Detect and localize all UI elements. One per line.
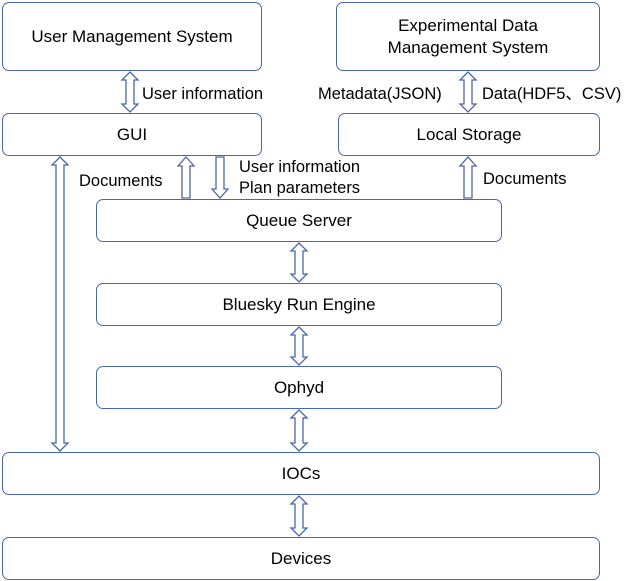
iocs-label: IOCs xyxy=(281,463,321,483)
documents-right-label: Documents xyxy=(483,170,567,188)
usermgmt-gui-double-arrow xyxy=(120,71,140,113)
local-storage-label: Local Storage xyxy=(416,124,522,144)
ophyd-box: Ophyd xyxy=(96,366,502,409)
ophyd-iocs-double-arrow xyxy=(289,409,309,452)
user-management-system-label: User Management System xyxy=(31,26,233,46)
ophyd-label: Ophyd xyxy=(273,377,325,397)
bluesky-run-engine-box: Bluesky Run Engine xyxy=(96,283,502,326)
data-hdf5-csv-label: Data(HDF5、CSV) xyxy=(482,85,622,103)
queue-server-label: Queue Server xyxy=(246,210,352,230)
user-information-mid-label: User information xyxy=(239,158,361,176)
gui-label: GUI xyxy=(116,124,148,144)
experimental-data-management-system-box: Experimental Data Management System xyxy=(336,2,600,71)
local-storage-box: Local Storage xyxy=(338,113,600,156)
documents-up-arrow-right xyxy=(458,156,478,199)
bluesky-run-engine-label: Bluesky Run Engine xyxy=(222,294,376,314)
plan-parameters-label: Plan parameters xyxy=(239,179,361,197)
documents-up-arrow-left xyxy=(176,156,196,199)
devices-box: Devices xyxy=(2,537,600,580)
gui-iocs-double-arrow xyxy=(50,156,70,452)
user-management-system-box: User Management System xyxy=(2,2,262,71)
user-information-top-label: User information xyxy=(142,85,264,103)
experimental-data-management-system-label: Experimental Data Management System xyxy=(387,15,549,57)
iocs-devices-double-arrow xyxy=(289,495,309,537)
metadata-json-label: Metadata(JSON) xyxy=(318,85,442,103)
queue-server-box: Queue Server xyxy=(96,199,502,242)
expdata-localstorage-double-arrow xyxy=(458,71,478,113)
user-info-plan-down-arrow xyxy=(210,156,230,199)
queue-bluesky-double-arrow xyxy=(289,242,309,283)
devices-label: Devices xyxy=(270,548,332,568)
bluesky-ophyd-double-arrow xyxy=(289,326,309,366)
iocs-box: IOCs xyxy=(2,452,600,495)
gui-box: GUI xyxy=(2,113,262,156)
documents-left-label: Documents xyxy=(79,172,163,190)
